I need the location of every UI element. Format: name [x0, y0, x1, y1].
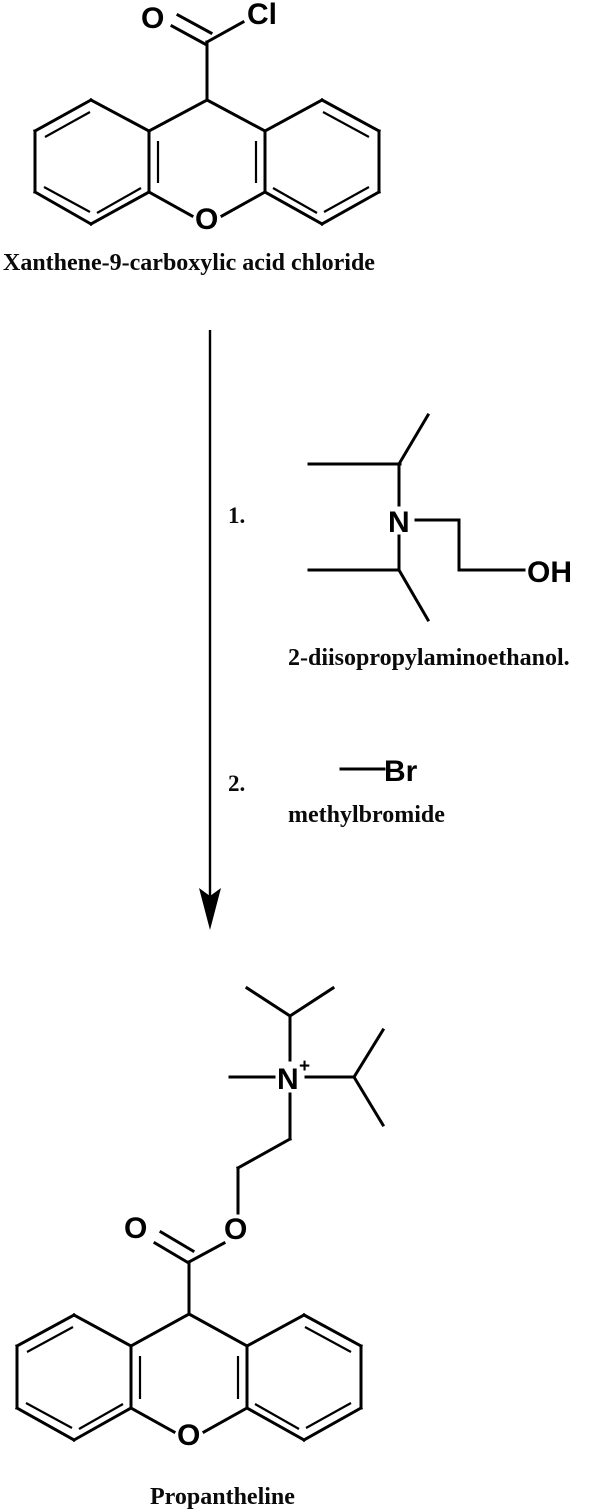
- product-left-ring-bond-4: [14, 1405, 77, 1443]
- product-ammonium-group: N +: [228, 985, 386, 1215]
- quaternary-nitrogen-label: N: [277, 1063, 299, 1096]
- step-1-number: 1.: [228, 503, 245, 528]
- bromine-label: Br: [384, 755, 418, 788]
- reactant-pyran-ring: O: [146, 97, 268, 236]
- nitrogen-positive-charge-label: +: [299, 1056, 310, 1077]
- product-top-isopropyl-methyl-b: [287, 985, 336, 1019]
- product-pyran-bond-c4b-o: [128, 1405, 177, 1435]
- hydroxyl-label: OH: [527, 556, 572, 589]
- product-left-ring-bond-5: [71, 1405, 134, 1443]
- product-right-ring-bond-1: [244, 1312, 307, 1349]
- product-left-ring-inner-double-2: [25, 1402, 73, 1429]
- reactant-structure: O Cl O: [3, 0, 382, 276]
- right-ring-bond-4: [319, 189, 382, 227]
- product-caption: Propantheline: [150, 1484, 295, 1510]
- carbonyl-oxygen-label: O: [141, 2, 164, 35]
- product-benzene-right: [244, 1312, 364, 1443]
- product-left-ring-bond-1: [71, 1312, 134, 1349]
- pyran-bond-c4b-o: [146, 189, 195, 219]
- product-carbonyl-oxygen-label: O: [124, 1212, 147, 1245]
- step-1-reagent-caption: 2-diisopropylaminoethanol.: [288, 645, 570, 671]
- product-top-isopropyl-methyl-a: [244, 985, 293, 1019]
- right-ring-inner-double-1: [322, 111, 370, 138]
- pyran-bond-c9-c9a: [146, 97, 210, 134]
- product-right-isopropyl-methyl-a: [351, 1027, 386, 1080]
- product-ester-oxygen-label: O: [224, 1213, 247, 1246]
- pyran-bond-c4a-o: [219, 189, 268, 219]
- nitrogen-label: N: [388, 506, 410, 539]
- product-pyran-bond-c9-c8a: [186, 1311, 250, 1349]
- left-ring-bond-2: [32, 97, 94, 134]
- reactant-benzene-right: [262, 97, 382, 227]
- product-structure: N + O O O: [14, 985, 386, 1510]
- reaction-arrow: [199, 330, 221, 930]
- product-right-isopropyl-methyl-b: [351, 1074, 386, 1128]
- product-right-ring-bond-2: [301, 1312, 364, 1349]
- left-ring-bond-1: [88, 97, 152, 134]
- upper-isopropyl-methyl-a: [396, 412, 431, 467]
- product-left-ring-inner-double-3: [78, 1403, 124, 1430]
- product-right-ring-inner-double-1: [304, 1326, 352, 1353]
- product-right-ring-inner-double-3: [254, 1403, 300, 1430]
- product-pyran-bond-c4a-o: [201, 1405, 250, 1435]
- product-ch2-ch2-bond: [235, 1136, 293, 1171]
- chlorine-label: Cl: [247, 0, 277, 31]
- product-ester-group: O O: [124, 1212, 247, 1316]
- carbon-chlorine-bond: [204, 19, 246, 45]
- step-2-group: 2. Br methylbromide: [228, 755, 445, 828]
- reactant-benzene-left: [32, 97, 152, 227]
- right-ring-bond-2: [319, 97, 382, 134]
- carbonyl-double-bond-line-2: [175, 12, 214, 36]
- reactant-acyl-chloride-group: O Cl: [141, 0, 277, 102]
- left-ring-bond-4: [32, 189, 94, 227]
- product-pyran-ring: O: [128, 1311, 250, 1452]
- left-ring-inner-double-1: [44, 111, 91, 138]
- left-ring-inner-double-2: [43, 186, 91, 213]
- step-1-group: 1. N OH 2-diisopropylaminoethanol.: [228, 412, 572, 671]
- product-carbonyl-double-bond-line-1: [152, 1240, 190, 1265]
- step-2-number: 2.: [228, 771, 245, 796]
- right-ring-bond-1: [262, 97, 325, 134]
- step-1-reagent-structure: N OH: [307, 412, 572, 623]
- product-carbonyl-double-bond-line-2: [158, 1229, 196, 1254]
- product-benzene-left: [14, 1312, 134, 1443]
- step-2-reagent-caption: methylbromide: [288, 802, 445, 828]
- product-pyran-bond-c9-c9a: [128, 1311, 192, 1349]
- product-ester-o-to-carbonyl-bond: [186, 1240, 227, 1265]
- reactant-caption: Xanthene-9-carboxylic acid chloride: [3, 250, 375, 276]
- left-ring-bond-5: [88, 189, 152, 227]
- product-left-ring-bond-2: [14, 1312, 77, 1349]
- ring-oxygen-label: O: [195, 203, 218, 236]
- product-right-ring-inner-double-2: [305, 1402, 352, 1429]
- carbonyl-double-bond-line-1: [169, 23, 208, 47]
- right-ring-inner-double-3: [272, 187, 318, 214]
- product-left-ring-inner-double-1: [26, 1326, 74, 1353]
- right-ring-bond-5: [262, 189, 325, 227]
- product-right-ring-bond-4: [301, 1405, 364, 1443]
- pyran-bond-c9-c8a: [204, 97, 268, 134]
- product-ring-oxygen-label: O: [177, 1419, 200, 1452]
- lower-isopropyl-methyl-a: [396, 567, 431, 623]
- left-ring-inner-double-3: [96, 187, 142, 214]
- right-ring-inner-double-2: [323, 186, 370, 213]
- product-right-ring-bond-5: [244, 1405, 307, 1443]
- arrow-head: [199, 888, 221, 930]
